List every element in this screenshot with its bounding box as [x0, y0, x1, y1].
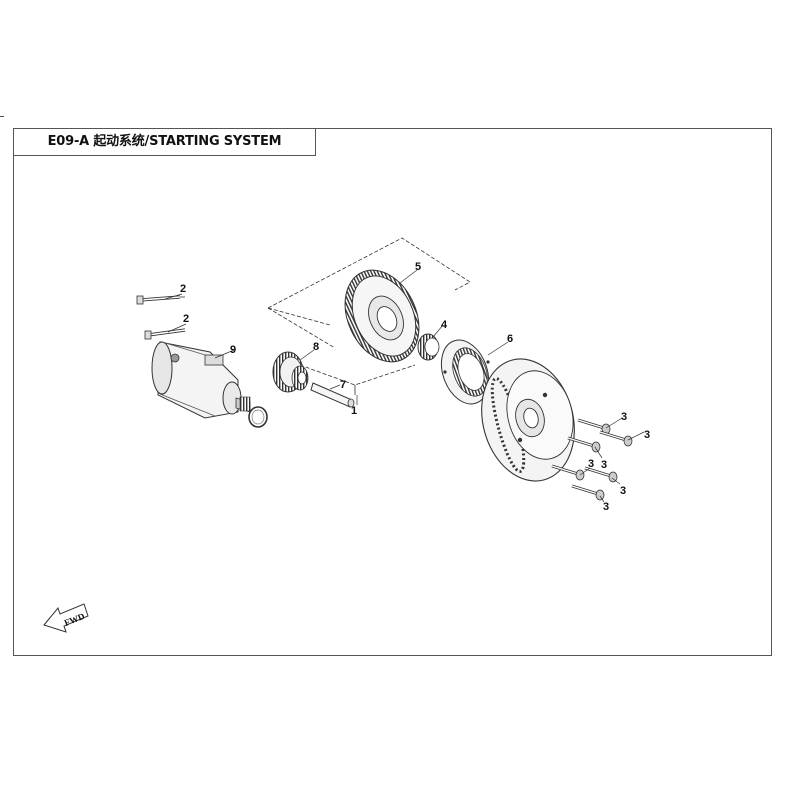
callout-4: 4	[441, 319, 448, 331]
callout-3-b: 3	[644, 429, 650, 441]
idler-gear	[272, 351, 309, 393]
registration-mark	[0, 116, 4, 117]
one-way-clutch	[440, 339, 490, 405]
cap-screw-group	[551, 418, 633, 501]
callout-7: 7	[340, 379, 346, 391]
page-title: E09-A 起动系统/STARTING SYSTEM	[47, 134, 282, 149]
callout-2-lower: 2	[183, 313, 189, 325]
callout-3-f: 3	[603, 501, 609, 513]
leader-lines	[164, 269, 645, 503]
o-ring	[248, 406, 268, 428]
needle-bearing	[417, 333, 440, 361]
cap-screw	[571, 484, 605, 501]
idler-shaft	[310, 382, 355, 408]
callout-6: 6	[507, 333, 513, 345]
callout-3-c: 3	[601, 459, 607, 471]
callout-3-d: 3	[588, 458, 594, 470]
assembly-group-outline	[267, 237, 471, 395]
title-block: E09-A 起动系统/STARTING SYSTEM	[13, 128, 316, 156]
callouts: 1 2 2 3 3 3 3 3 3 4 5 6 7 8 9	[180, 261, 650, 513]
starter-driven-gear	[344, 269, 420, 363]
bolt-lower	[144, 328, 186, 340]
callout-3-a: 3	[621, 411, 627, 423]
callout-1: 1	[351, 405, 357, 417]
cap-screw	[577, 418, 611, 435]
cap-screw	[567, 436, 601, 453]
flywheel-rotor	[481, 358, 575, 482]
callout-5: 5	[415, 261, 421, 273]
bolt-upper	[136, 295, 185, 305]
callout-2-upper: 2	[180, 283, 186, 295]
starter-motor	[151, 341, 251, 419]
cap-screw	[599, 430, 633, 447]
drawing-frame	[13, 128, 772, 656]
cap-screw	[584, 466, 618, 483]
callout-9: 9	[230, 344, 236, 356]
forward-direction-arrow: FWD	[43, 603, 89, 633]
callout-3-e: 3	[620, 485, 626, 497]
callout-8: 8	[313, 341, 319, 353]
